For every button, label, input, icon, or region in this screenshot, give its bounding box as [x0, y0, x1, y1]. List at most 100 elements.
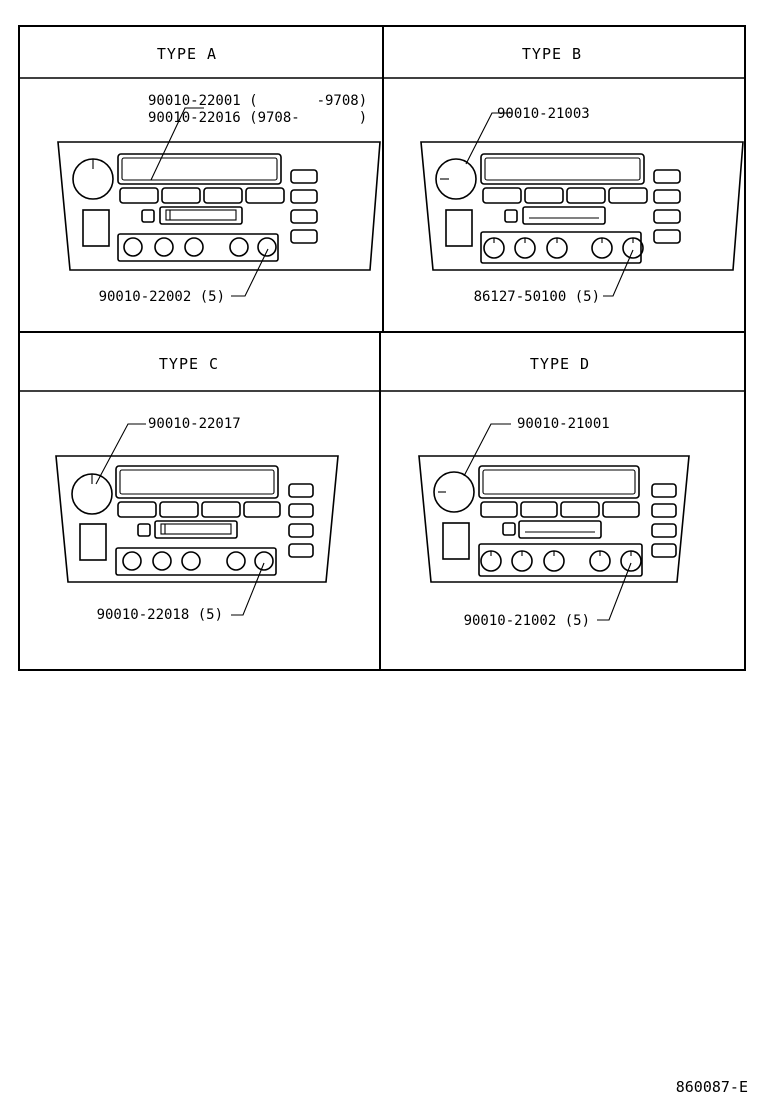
panel-c-top-callout-1: 90010-22017 — [148, 416, 241, 432]
preset-button — [201, 501, 241, 518]
panel-d-header: TYPE D — [530, 355, 590, 373]
preset-button — [243, 501, 281, 518]
cassette-slot — [159, 206, 243, 225]
display-inner — [484, 157, 641, 181]
preset-button — [482, 187, 522, 204]
side-button — [288, 503, 314, 518]
preset-button — [161, 187, 201, 204]
preset-button — [524, 187, 564, 204]
drawing-number: 860087-E — [675, 1078, 748, 1096]
side-button — [653, 169, 681, 184]
display-window — [117, 153, 282, 185]
radio-faceplate — [418, 455, 690, 583]
panel-b-bottom-callout: 86127-50100 (5) — [474, 289, 600, 305]
radio-unit-c — [55, 455, 339, 583]
panel-c-bottom-callout: 90010-22018 (5) — [97, 607, 223, 623]
panel-d-bottom-callout: 90010-21002 (5) — [464, 613, 590, 629]
side-button — [290, 209, 318, 224]
bottom-leader-line — [597, 562, 632, 621]
tuning-knob — [184, 237, 204, 257]
preset-button — [560, 501, 600, 518]
preset-button — [608, 187, 648, 204]
preset-button — [520, 501, 558, 518]
preset-button — [245, 187, 285, 204]
eject-panel — [442, 522, 470, 560]
display-inner — [121, 157, 278, 181]
panel-a-bottom-callout: 90010-22002 (5) — [99, 289, 225, 305]
bottom-leader-line — [231, 562, 265, 616]
cassette-door — [165, 209, 237, 221]
panel-b-top-callout-1: 90010-21003 — [497, 106, 590, 122]
display-window — [478, 465, 640, 499]
tuning-knob — [152, 551, 172, 571]
panel-d-top-callout-1: 90010-21001 — [517, 416, 610, 432]
side-button — [653, 189, 681, 204]
small-button — [502, 522, 516, 536]
knob-strip — [480, 231, 642, 264]
tuning-knob — [257, 237, 277, 257]
panel-d — [418, 423, 690, 621]
eject-panel — [79, 523, 107, 561]
side-button — [651, 483, 677, 498]
top-leader-line — [95, 423, 146, 485]
cassette-slot — [154, 520, 238, 539]
eject-panel — [82, 209, 110, 247]
panel-a-header: TYPE A — [157, 45, 217, 63]
bottom-leader-line — [603, 249, 634, 297]
tuning-knob — [123, 237, 143, 257]
tuning-knob — [181, 551, 201, 571]
radio-faceplate — [420, 141, 744, 271]
side-button — [651, 523, 677, 538]
tuning-knob — [229, 237, 249, 257]
preset-button — [203, 187, 243, 204]
panel-a-top-callout-1: 90010-22001 ( -9708) — [148, 93, 367, 109]
small-button — [137, 523, 151, 537]
cassette-slot — [522, 206, 606, 225]
panel-b-header: TYPE B — [522, 45, 582, 63]
radio-unit-b — [420, 141, 744, 271]
preset-button — [117, 501, 157, 518]
panel-a — [57, 107, 381, 297]
tuning-knob — [226, 551, 246, 571]
eject-panel — [445, 209, 473, 247]
tuning-knob — [122, 551, 142, 571]
cassette-door — [160, 523, 232, 535]
display-inner — [482, 469, 636, 495]
side-button — [290, 169, 318, 184]
knob-strip — [117, 233, 279, 262]
grid-frame — [18, 25, 746, 671]
preset-button — [159, 501, 199, 518]
side-button — [288, 483, 314, 498]
panel-b — [420, 112, 744, 297]
side-button — [288, 543, 314, 558]
preset-button — [566, 187, 606, 204]
display-window — [480, 153, 645, 185]
side-button — [290, 189, 318, 204]
panel-a-top-callout-2: 90010-22016 (9708- ) — [148, 110, 367, 126]
panel-c — [55, 423, 339, 616]
display-inner — [119, 469, 275, 495]
radio-unit-a — [57, 141, 381, 271]
radio-faceplate — [57, 141, 381, 271]
preset-button — [119, 187, 159, 204]
preset-button — [480, 501, 518, 518]
cassette-slot — [518, 520, 602, 539]
top-leader-line — [150, 107, 204, 181]
panel-c-header: TYPE C — [159, 355, 219, 373]
side-button — [651, 503, 677, 518]
tuning-knob — [254, 551, 274, 571]
radio-faceplate — [55, 455, 339, 583]
bottom-leader-line — [231, 248, 269, 297]
preset-button — [602, 501, 640, 518]
top-leader-line — [465, 112, 512, 165]
small-button — [141, 209, 155, 223]
tuning-knob — [154, 237, 174, 257]
knob-strip — [478, 543, 643, 577]
top-leader-line — [463, 423, 511, 477]
side-button — [290, 229, 318, 244]
side-button — [653, 209, 681, 224]
display-window — [115, 465, 279, 499]
volume-knob — [433, 471, 475, 513]
radio-unit-d — [418, 455, 690, 583]
